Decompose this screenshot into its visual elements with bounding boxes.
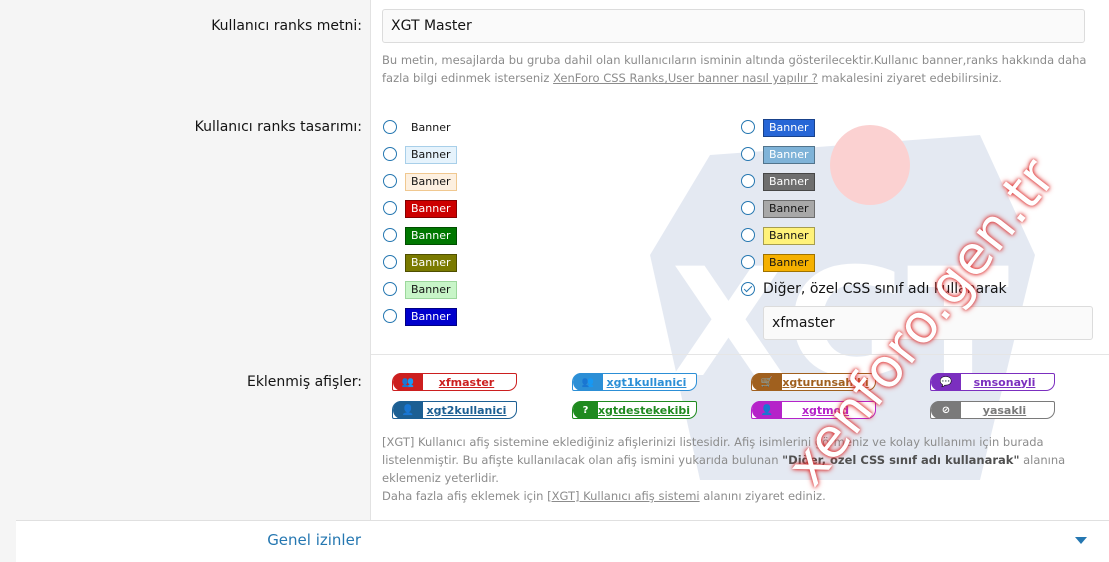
- banners-hint-end: alanına eklemeniz yeterlidir.: [382, 453, 1066, 485]
- banner-system-link[interactable]: [XGT] Kullanıcı afiş sistemi: [547, 489, 700, 503]
- left-banner-preview-7[interactable]: Banner: [405, 281, 457, 299]
- left-banner-preview-1[interactable]: Banner: [405, 119, 457, 137]
- custom-css-label: Diğer, özel CSS sınıf adı kullanarak: [763, 281, 1007, 297]
- left-radio-4[interactable]: [383, 201, 397, 215]
- banner-smsonayli[interactable]: 💬 smsonayli: [930, 373, 1055, 391]
- right-banner-preview-2[interactable]: Banner: [763, 146, 815, 164]
- left-banner-preview-8[interactable]: Banner: [405, 308, 457, 326]
- banner-xgturunsahibi[interactable]: 🛒xgturunsahibi: [751, 373, 876, 391]
- left-radio-2[interactable]: [383, 147, 397, 161]
- css-ranks-article-link[interactable]: XenForo CSS Ranks,User banner nasıl yapı…: [553, 71, 818, 85]
- left-banner-preview-4[interactable]: Banner: [405, 200, 457, 218]
- banners-hint-text: [XGT] Kullanıcı afiş sistemine eklediğin…: [382, 435, 1044, 467]
- left-banner-preview-5[interactable]: Banner: [405, 227, 457, 245]
- users-icon: 👥: [573, 373, 603, 391]
- banners-hint-bold: "Diğer, özel CSS sınıf adı kullanarak": [782, 453, 1020, 467]
- cart-icon: 🛒: [752, 373, 782, 391]
- left-radio-3[interactable]: [383, 174, 397, 188]
- banners-hint2-suffix: alanını ziyaret ediniz.: [699, 489, 826, 503]
- left-radio-8[interactable]: [383, 309, 397, 323]
- right-radio-6[interactable]: [741, 255, 755, 269]
- chat-icon: 💬: [931, 373, 961, 391]
- rank-text-input[interactable]: XGT Master: [382, 9, 1085, 43]
- banners-label: Eklenmiş afişler:: [246, 374, 362, 390]
- label-column: [16, 0, 371, 520]
- section-title: Genel izinler: [267, 531, 361, 549]
- banner-xgt2kullanici[interactable]: 👤xgt2kullanici: [392, 401, 517, 419]
- right-banner-preview-4[interactable]: Banner: [763, 200, 815, 218]
- left-radio-7[interactable]: [383, 282, 397, 296]
- right-radio-2[interactable]: [741, 147, 755, 161]
- user-icon: 👤: [393, 401, 423, 419]
- banner-name: xgturunsahibi: [782, 375, 869, 389]
- right-banner-preview-1[interactable]: Banner: [763, 119, 815, 137]
- banner-xgtmod[interactable]: 👤 xgtmod: [751, 401, 876, 419]
- banner-name: smsonayli: [973, 375, 1036, 389]
- banner-name: xgt2kullanici: [426, 403, 507, 417]
- banner-name: xgtdestekekibi: [597, 403, 690, 417]
- rank-text-hint-prefix: Bu metin, mesajlarda bu gruba dahil olan…: [382, 53, 1087, 85]
- banner-xgt1kullanici[interactable]: 👥xgt1kullanici: [572, 373, 697, 391]
- right-banner-preview-6[interactable]: Banner: [763, 254, 815, 272]
- right-radio-1[interactable]: [741, 120, 755, 134]
- right-radio-5[interactable]: [741, 228, 755, 242]
- banner-name: xfmaster: [438, 375, 495, 389]
- left-radio-1[interactable]: [383, 120, 397, 134]
- banner-xfmaster[interactable]: 👥 xfmaster: [392, 373, 517, 391]
- left-radio-6[interactable]: [383, 255, 397, 269]
- rank-text-hint-suffix: makalesini ziyaret edebilirsiniz.: [817, 71, 1002, 85]
- users-icon: 👥: [393, 373, 423, 391]
- right-radio-3[interactable]: [741, 174, 755, 188]
- banners-hint: [XGT] Kullanıcı afiş sistemine eklediğin…: [382, 433, 1087, 505]
- user-icon: 👤: [752, 401, 782, 419]
- left-banner-preview-2[interactable]: Banner: [405, 146, 457, 164]
- left-banner-preview-6[interactable]: Banner: [405, 254, 457, 272]
- right-radio-4[interactable]: [741, 201, 755, 215]
- banner-name: xgt1kullanici: [606, 375, 687, 389]
- question-icon: ?: [573, 401, 598, 419]
- general-permissions-section[interactable]: Genel izinler: [16, 520, 1109, 562]
- banners-hint2-prefix: Daha fazla afiş eklemek için: [382, 489, 548, 503]
- rank-text-hint: Bu metin, mesajlarda bu gruba dahil olan…: [382, 51, 1087, 87]
- rank-text-label: Kullanıcı ranks metni:: [211, 18, 362, 34]
- banner-yasakli[interactable]: ⊘ yasakli: [930, 401, 1055, 419]
- right-banner-preview-5[interactable]: Banner: [763, 227, 815, 245]
- banner-xgtdestekekibi[interactable]: ?xgtdestekekibi: [572, 401, 697, 419]
- right-banner-preview-3[interactable]: Banner: [763, 173, 815, 191]
- chevron-down-icon[interactable]: [1075, 537, 1087, 544]
- row-separator: [371, 354, 1109, 355]
- left-radio-5[interactable]: [383, 228, 397, 242]
- left-banner-preview-3[interactable]: Banner: [405, 173, 457, 191]
- banner-name: yasakli: [982, 403, 1027, 417]
- ban-icon: ⊘: [931, 401, 961, 419]
- banner-name: xgtmod: [801, 403, 850, 417]
- custom-css-radio[interactable]: [741, 282, 755, 296]
- rank-style-label: Kullanıcı ranks tasarımı:: [194, 119, 362, 135]
- custom-css-input[interactable]: xfmaster: [763, 306, 1093, 340]
